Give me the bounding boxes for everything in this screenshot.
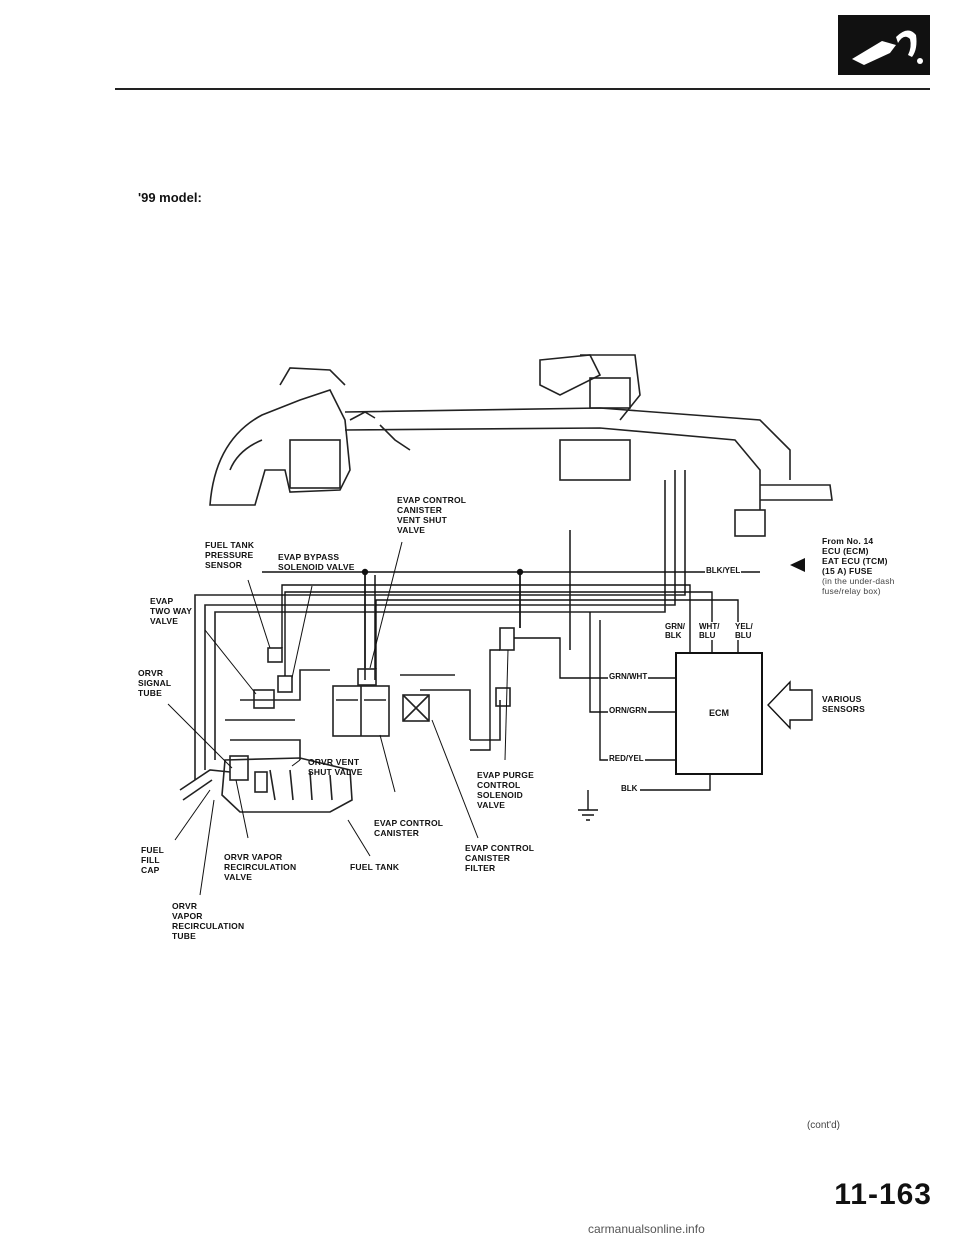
ecm-label: ECM	[709, 708, 729, 718]
label-evap-purge-solenoid-valve: EVAP PURGE CONTROL SOLENOID VALVE	[477, 770, 534, 810]
label-orvr-signal-tube: ORVR SIGNAL TUBE	[138, 668, 172, 698]
label-fuel-tank-pressure-sensor: FUEL TANK PRESSURE SENSOR	[205, 540, 255, 570]
label-fuel-tank: FUEL TANK	[350, 862, 400, 872]
label-orvr-vent-shut-valve: ORVR VENT SHUT VALVE	[308, 757, 363, 777]
label-fuel-fill-cap: FUEL FILL CAP	[141, 845, 164, 875]
evap-canister-shape	[332, 685, 390, 737]
wire-label-grn-blk: GRN/ BLK	[664, 622, 686, 640]
intake-duct-illustration	[344, 354, 791, 510]
label-evap-control-canister: EVAP CONTROL CANISTER	[374, 818, 444, 838]
label-fuse-location: (in the under-dash fuse/relay box)	[822, 576, 895, 596]
evap-bypass-solenoid-shape	[277, 675, 293, 693]
ecm-box	[675, 652, 763, 775]
fuse-feed-arrow-icon	[790, 558, 805, 572]
canister-filter-shape	[402, 694, 430, 722]
source-watermark: carmanualsonline.info	[588, 1222, 705, 1236]
sensor-input-arrow-icon	[767, 680, 813, 730]
page-number: 11-163	[834, 1178, 932, 1211]
wire-label-blk-yel: BLK/YEL	[705, 566, 742, 575]
evap-two-way-valve-shape	[253, 689, 275, 709]
purge-solenoid-shape	[499, 627, 515, 651]
label-evap-bypass-solenoid-valve: EVAP BYPASS SOLENOID VALVE	[278, 552, 355, 572]
fuel-tank-pressure-sensor-shape	[267, 647, 283, 663]
callout-leaders	[167, 541, 509, 896]
wire-label-grn-wht: GRN/WHT	[608, 672, 649, 681]
label-various-sensors: VARIOUS SENSORS	[822, 694, 865, 714]
fuel-tank-shape	[221, 755, 353, 813]
throttle-body-illustration	[559, 439, 833, 537]
label-evap-canister-vent-shut-valve: EVAP CONTROL CANISTER VENT SHUT VALVE	[397, 495, 467, 535]
wire-label-red-yel: RED/YEL	[608, 754, 645, 763]
fuel-filler-neck	[179, 769, 231, 791]
wire-label-blk: BLK	[620, 784, 639, 793]
fuel-pump-logo-icon	[838, 15, 930, 75]
label-fuse-source: From No. 14 ECU (ECM) EAT ECU (TCM) (15 …	[822, 536, 888, 576]
engine-assembly-illustration	[209, 367, 376, 506]
label-orvr-vapor-recirculation-valve: ORVR VAPOR RECIRCULATION VALVE	[224, 852, 297, 882]
wire-label-orn-grn: ORN/GRN	[608, 706, 648, 715]
label-evap-canister-filter: EVAP CONTROL CANISTER FILTER	[465, 843, 535, 873]
label-evap-two-way-valve: EVAP TWO WAY VALVE	[150, 596, 193, 626]
purge-filter-shape	[495, 687, 511, 707]
canister-vent-shut-valve-shape	[357, 668, 377, 686]
wire-label-wht-blu: WHT/ BLU	[698, 622, 721, 640]
model-label: '99 model:	[138, 190, 202, 205]
continued-note: (cont'd)	[806, 1120, 840, 1131]
label-orvr-vapor-recirculation-tube: ORVR VAPOR RECIRCULATION TUBE	[172, 901, 245, 941]
header-rule	[115, 88, 930, 90]
wire-label-yel-blu: YEL/ BLU	[734, 622, 754, 640]
